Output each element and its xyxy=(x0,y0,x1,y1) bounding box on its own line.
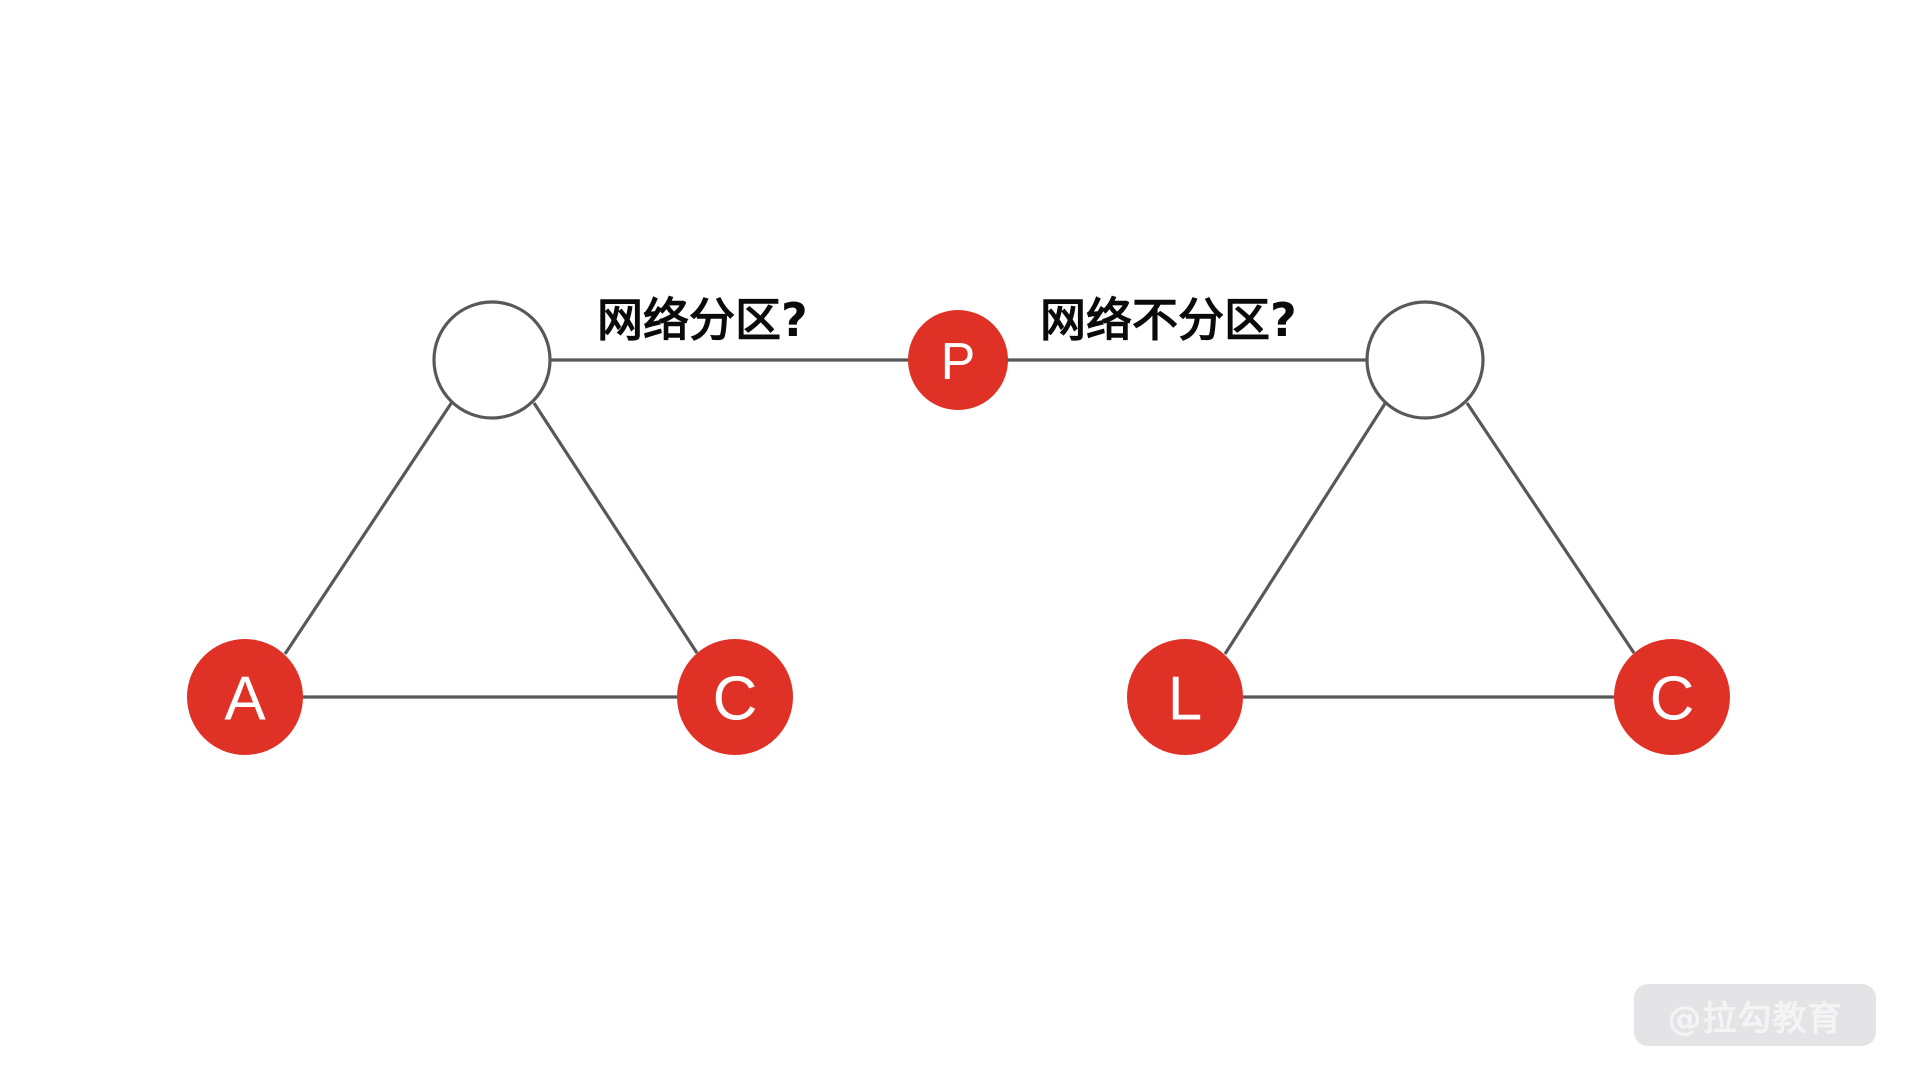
node-consistency-right-label: C xyxy=(1650,665,1695,734)
node-availability[interactable] xyxy=(187,639,303,755)
node-consistency-left[interactable] xyxy=(677,639,793,755)
node-partition-label: P xyxy=(941,333,976,391)
node-latency[interactable] xyxy=(1127,639,1243,755)
node-right-top-open-circle[interactable] xyxy=(1365,300,1485,420)
watermark-text: @拉勾教育 xyxy=(1667,998,1843,1039)
edge-right-top-to-c xyxy=(1465,402,1636,654)
watermark: @拉勾教育 xyxy=(1634,984,1876,1046)
label-network-partition: 网络分区? xyxy=(597,293,808,347)
label-network-no-partition: 网络不分区? xyxy=(1040,293,1297,347)
edge-left-top-to-c xyxy=(532,402,699,654)
edge-right-top-to-l xyxy=(1223,401,1388,655)
node-partition[interactable] xyxy=(908,310,1008,410)
node-consistency-right[interactable] xyxy=(1614,639,1730,755)
node-consistency-left-label: C xyxy=(713,665,758,734)
node-latency-label: L xyxy=(1168,665,1202,734)
node-availability-label: A xyxy=(224,665,266,734)
edge-left-top-to-a xyxy=(283,401,454,655)
node-left-top-open-circle[interactable] xyxy=(432,300,552,420)
